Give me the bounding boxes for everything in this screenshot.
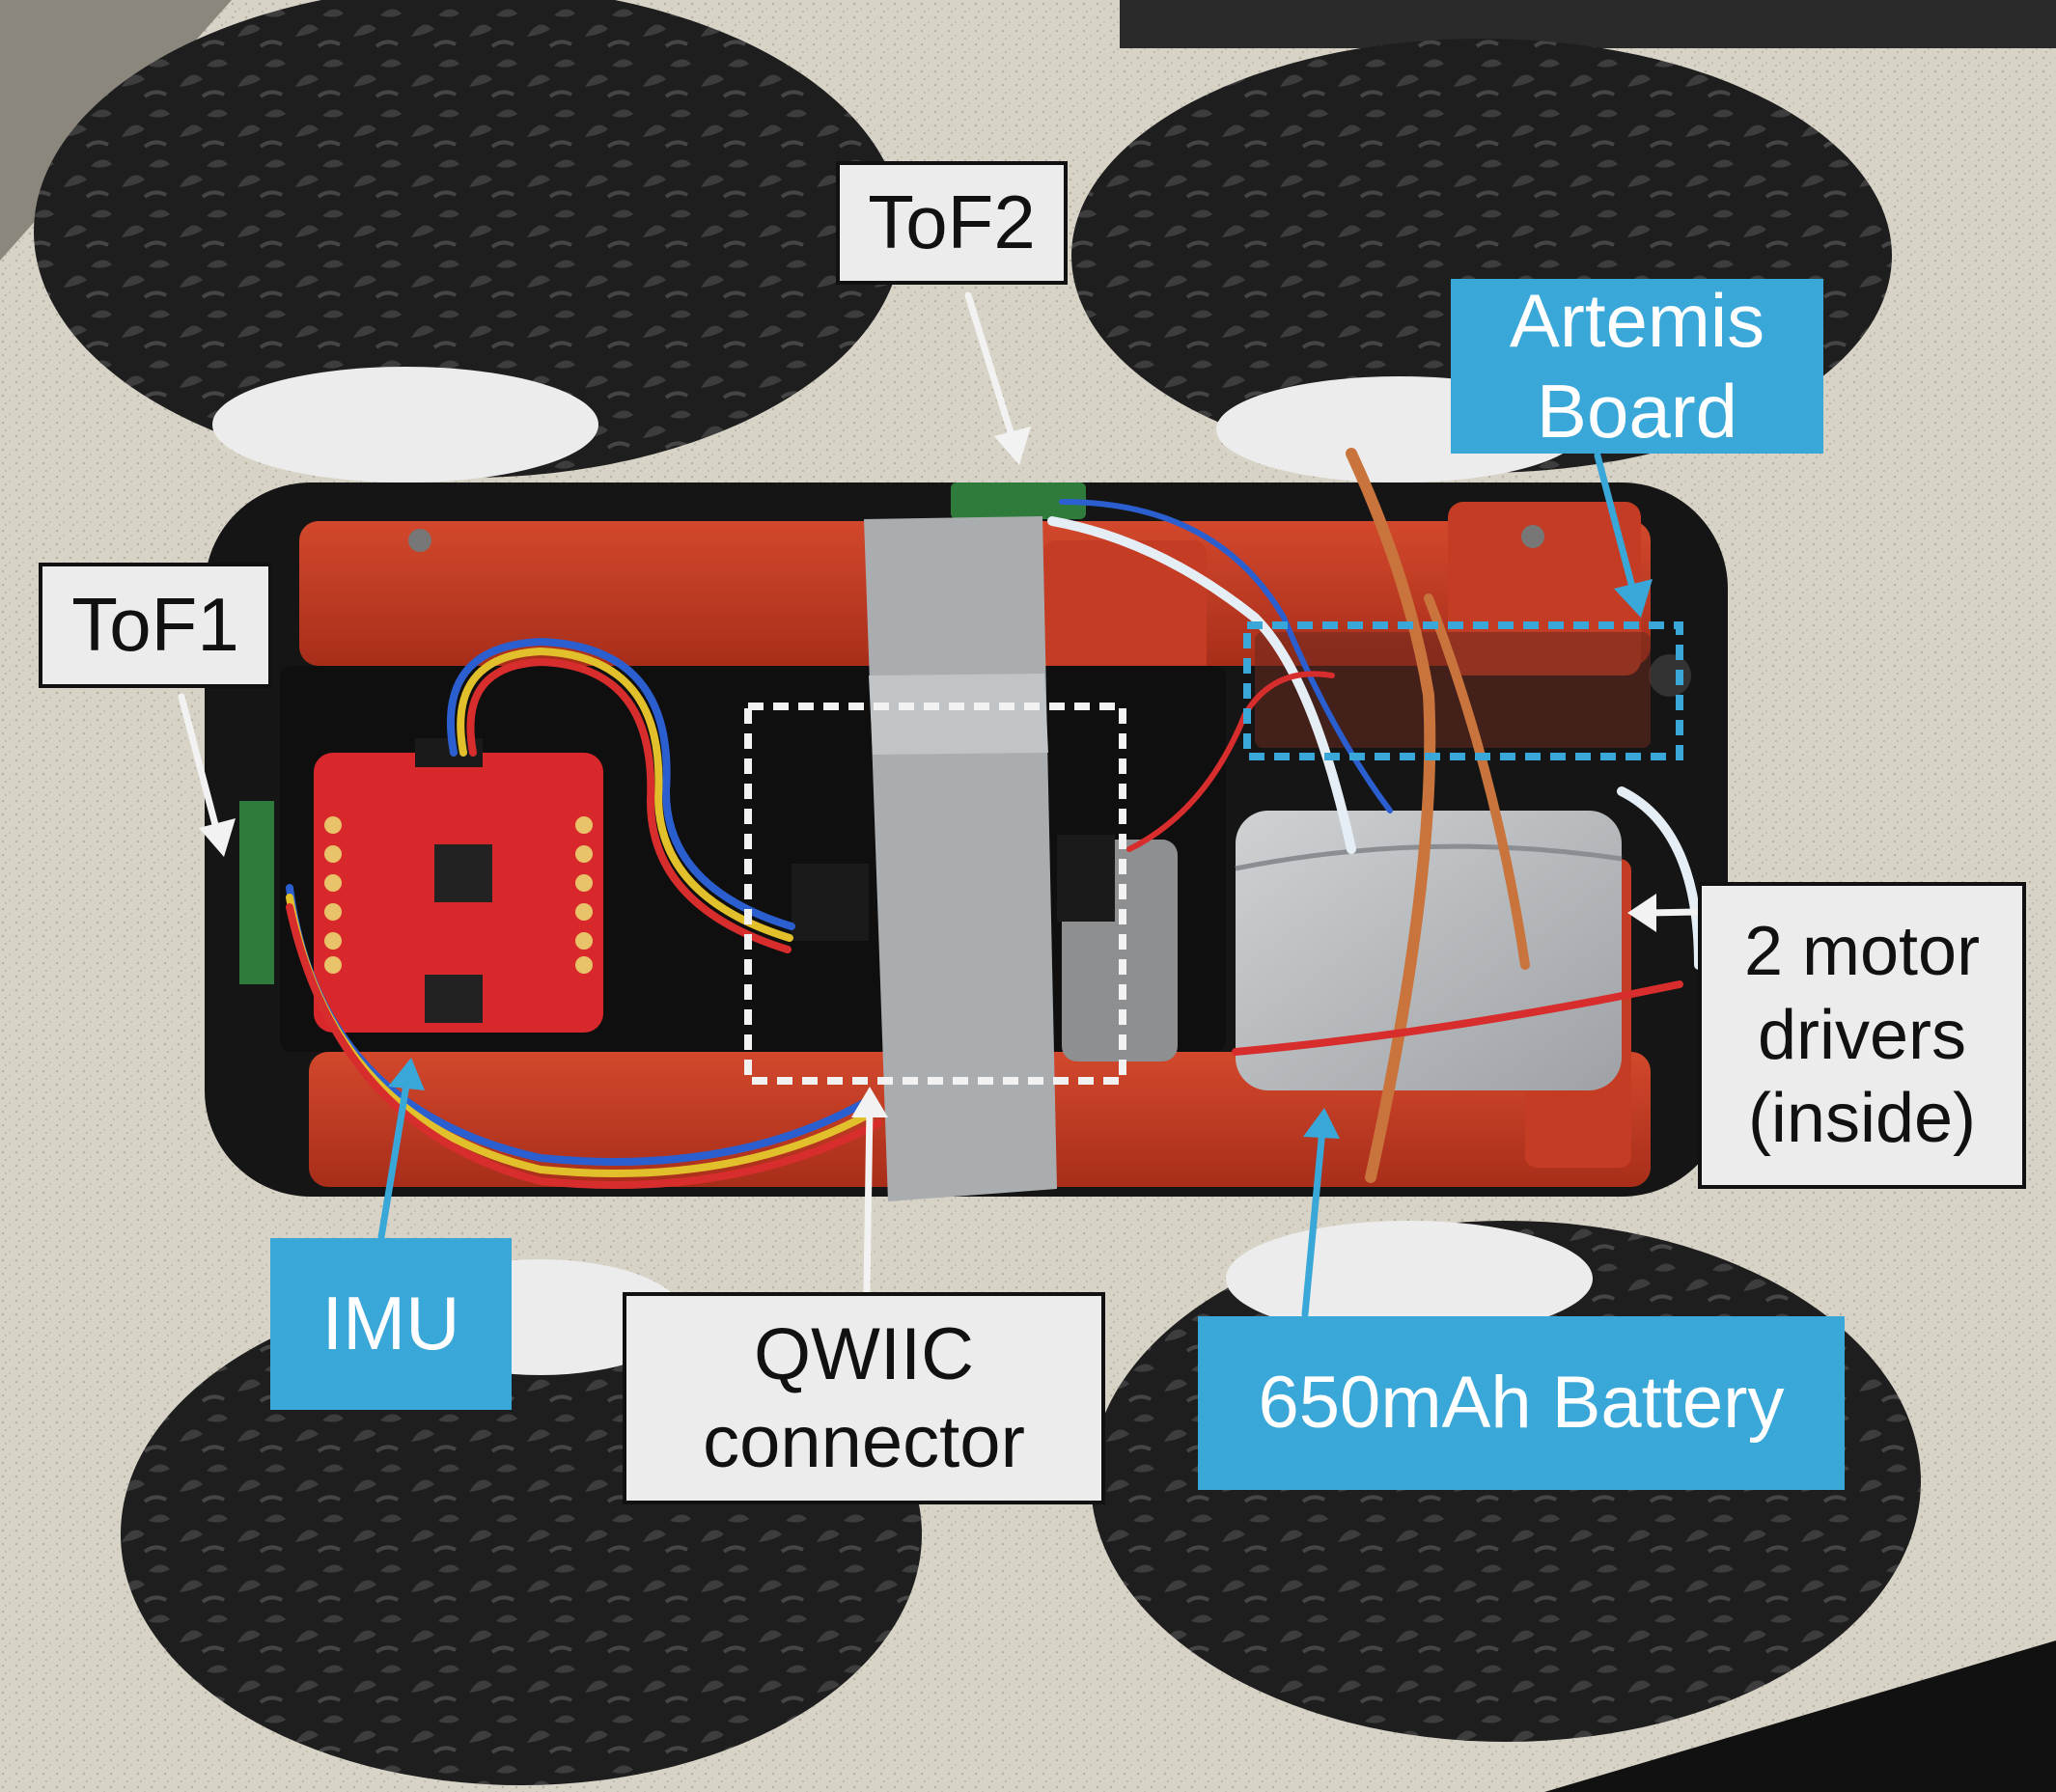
wheel-front-left xyxy=(34,0,903,482)
battery-label-text: 650mAh Battery xyxy=(1258,1362,1785,1445)
qwiic-connector-label: QWIIC connector xyxy=(623,1292,1105,1504)
tof1-sensor xyxy=(239,801,274,984)
motor-drivers-label-text: 2 motor drivers (inside) xyxy=(1743,913,1981,1158)
imu-board xyxy=(314,738,603,1033)
motor-drivers-label: 2 motor drivers (inside) xyxy=(1698,882,2026,1189)
battery-label: 650mAh Battery xyxy=(1198,1316,1845,1490)
artemis-board-label: Artemis Board xyxy=(1451,277,1823,454)
imu-label-text: IMU xyxy=(321,1281,460,1366)
tof2-sensor xyxy=(951,482,1086,519)
leader-arrows xyxy=(178,291,1700,1318)
gray-tape xyxy=(864,516,1057,1201)
artemis-board-label-text: Artemis Board xyxy=(1509,277,1765,454)
tof1-label-text: ToF1 xyxy=(71,582,239,668)
qwiic-connector-label-text: QWIIC connector xyxy=(703,1312,1025,1483)
qwiic-highlight-box xyxy=(744,703,1126,1085)
tof2-label: ToF2 xyxy=(836,161,1068,285)
artemis-highlight-box xyxy=(1243,621,1683,760)
tof2-label-text: ToF2 xyxy=(868,179,1036,265)
tof1-label: ToF1 xyxy=(39,563,272,688)
artemis-board xyxy=(1255,632,1651,748)
imu-label: IMU xyxy=(270,1238,512,1410)
